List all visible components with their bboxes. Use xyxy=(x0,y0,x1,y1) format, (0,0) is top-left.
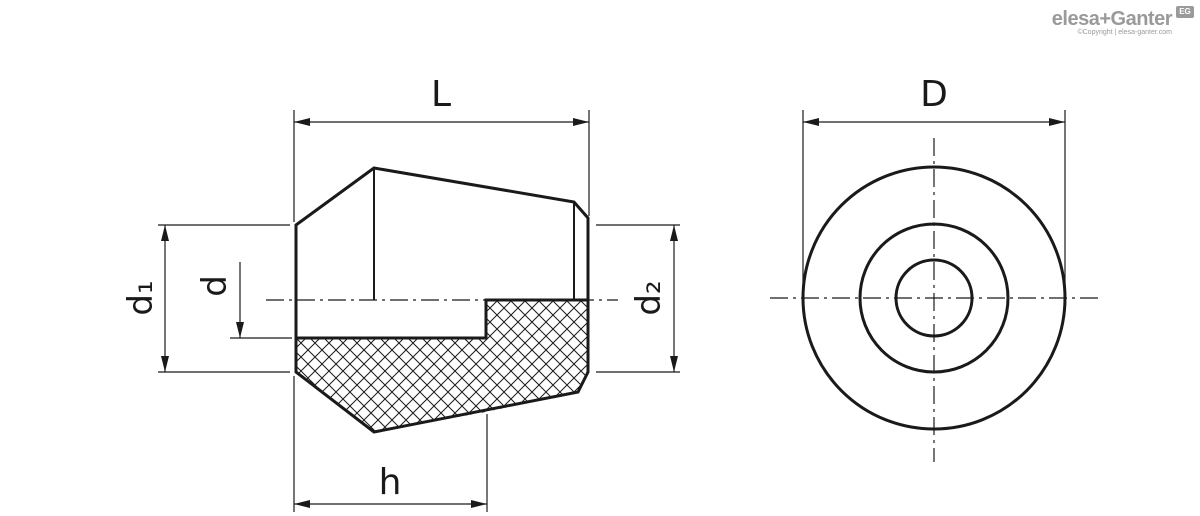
knob-outline xyxy=(294,166,590,434)
brand-logo: elesa+Ganter EG ©Copyright | elesa-gante… xyxy=(1051,6,1194,36)
label-L: L xyxy=(431,74,451,115)
label-D: D xyxy=(920,74,948,115)
label-h: h xyxy=(379,462,402,503)
section-hatch-right xyxy=(486,300,588,412)
front-view xyxy=(770,110,1100,462)
section-hatch-left xyxy=(296,338,486,432)
brand-name: elesa+Ganter xyxy=(1051,8,1173,30)
brand-badge: EG xyxy=(1176,6,1194,18)
brand-copyright: ©Copyright | elesa-ganter.com xyxy=(1077,29,1172,36)
label-d1: d₁ xyxy=(121,280,161,315)
label-d: d xyxy=(195,275,235,297)
label-d2: d₂ xyxy=(629,280,669,315)
side-view xyxy=(158,110,680,512)
